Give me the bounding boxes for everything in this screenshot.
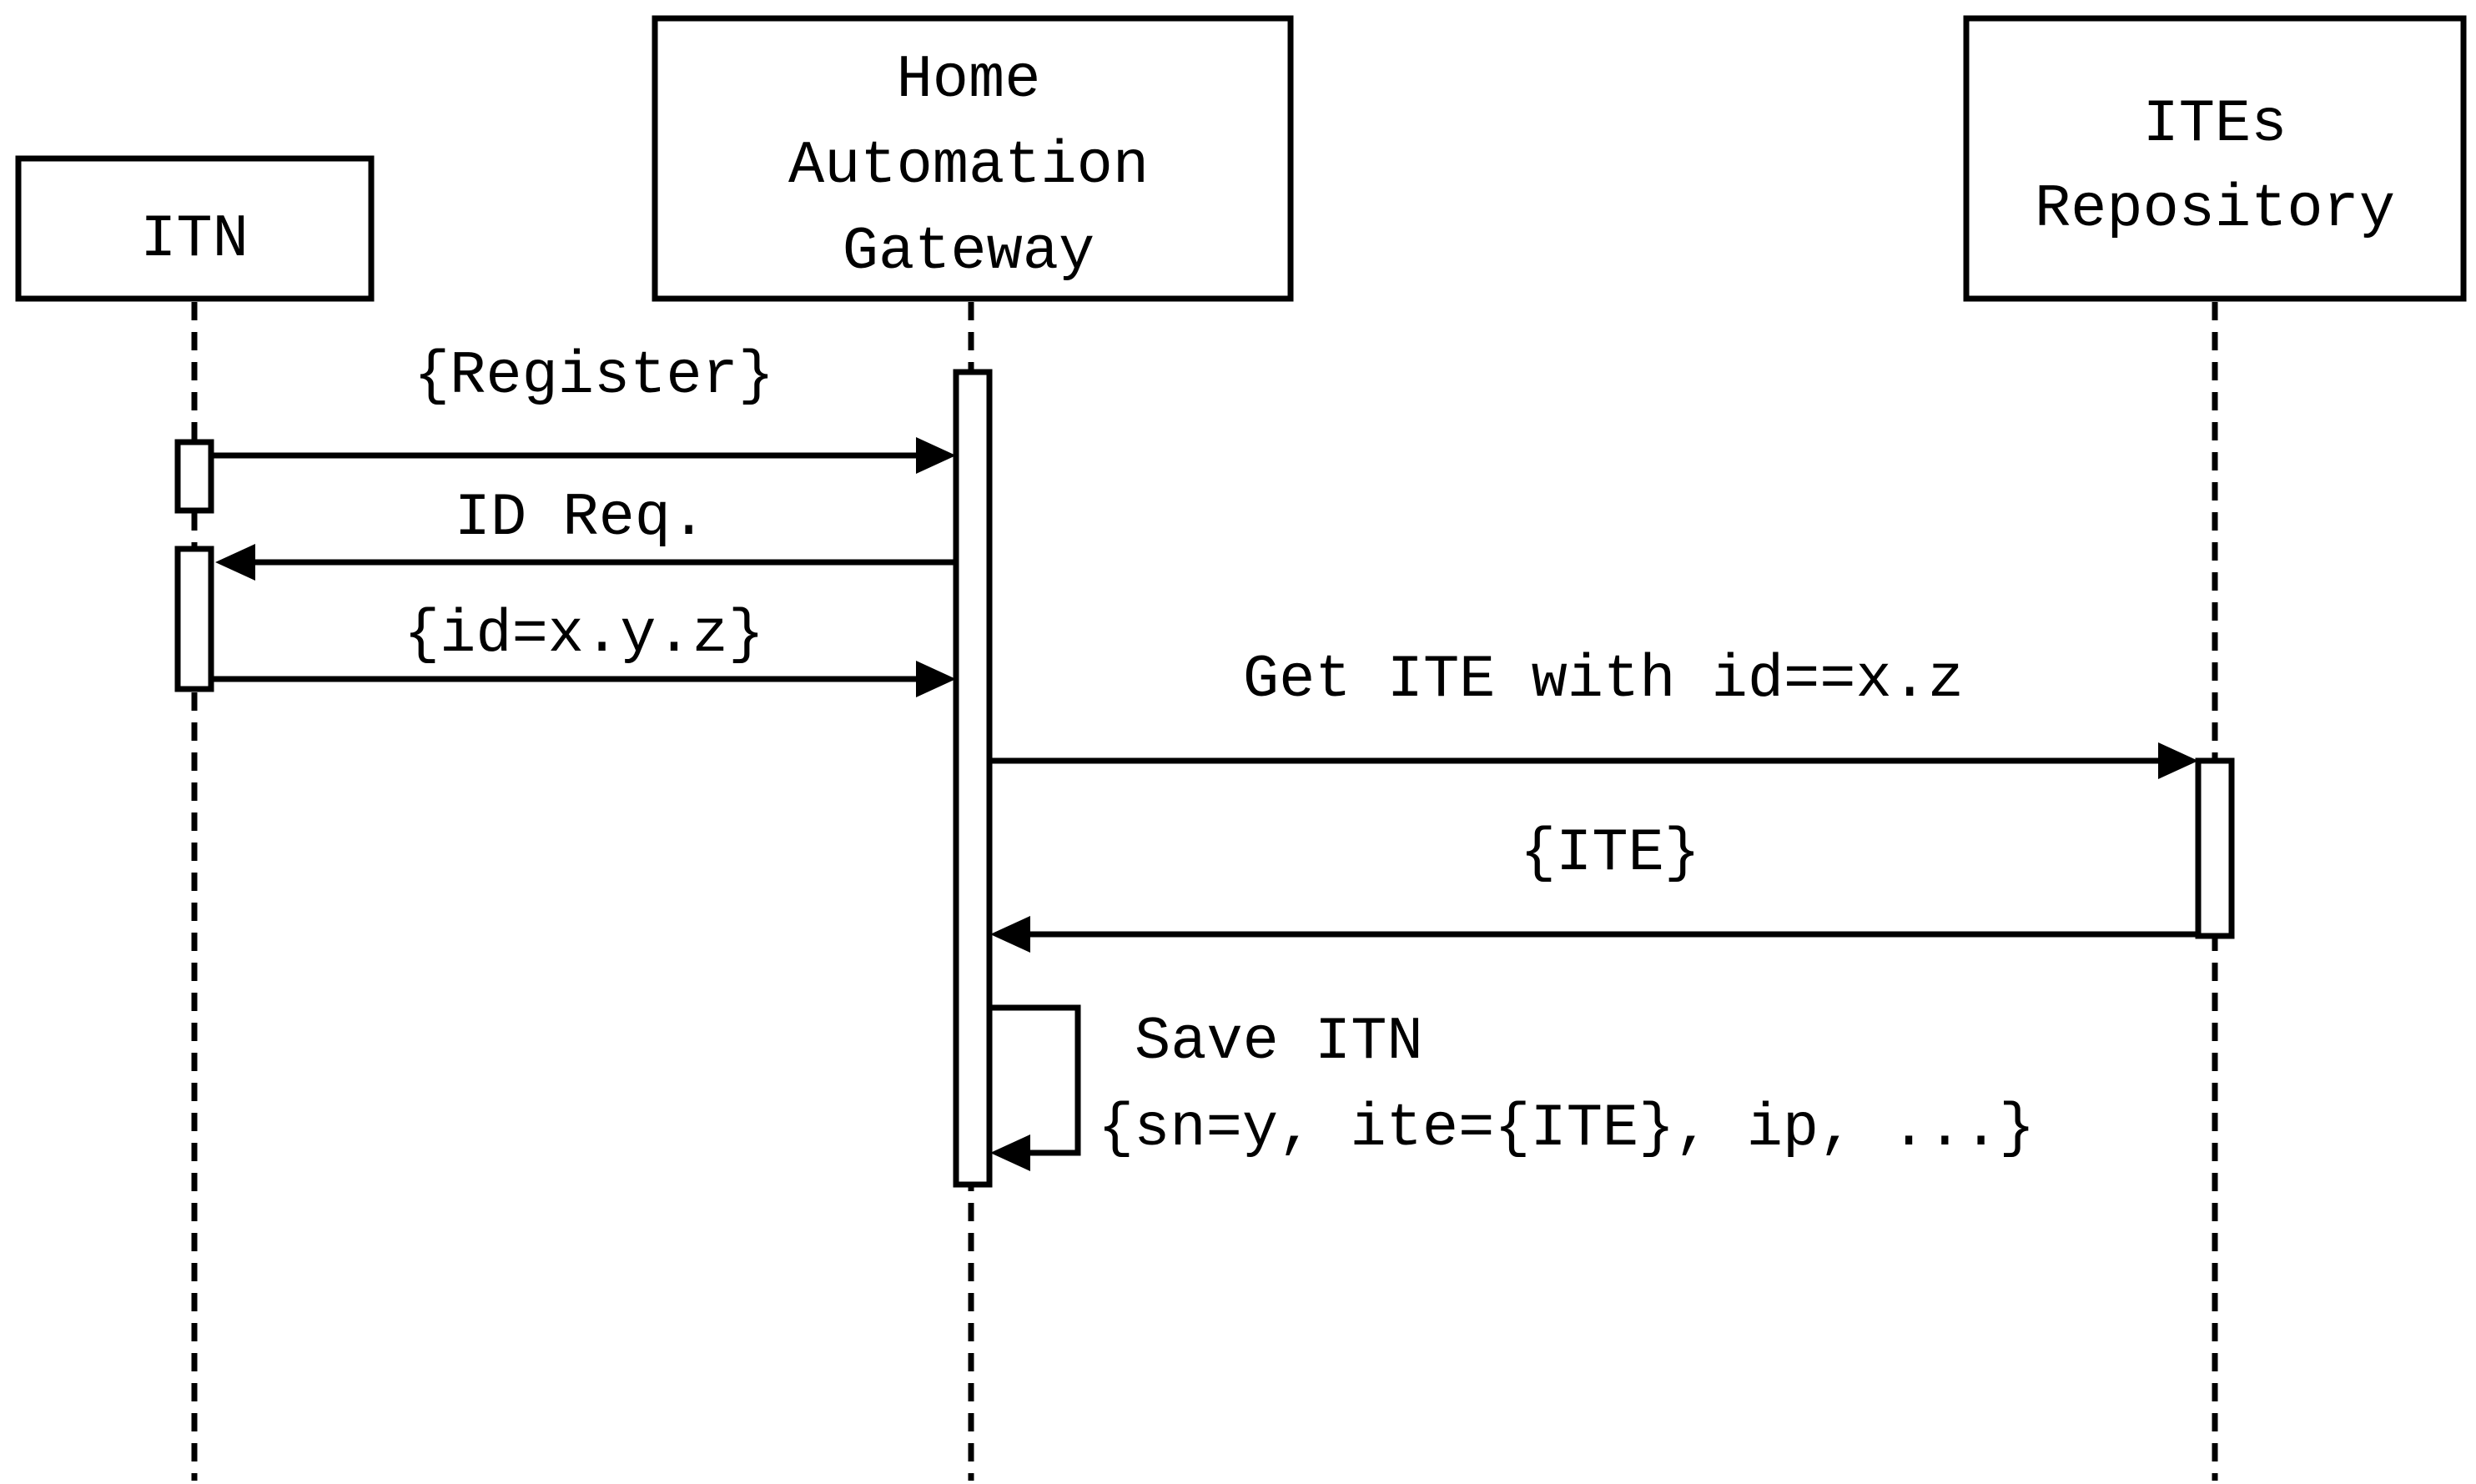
message-get-ite-arrowhead — [2158, 742, 2198, 779]
message-save-itn-label-line-2: {sn=y, ite={ITE}, ip, ...} — [1098, 1094, 2035, 1163]
participant-repository-label-line-1: ITEs — [2143, 90, 2287, 158]
message-id-req: ID Req. — [215, 484, 956, 581]
participant-repository-label-line-2: Repository — [2035, 175, 2395, 244]
message-register: {Register} — [211, 342, 956, 474]
message-id-value-label: {id=x.y.z} — [404, 601, 764, 669]
message-save-itn-arrowhead — [990, 1134, 1030, 1171]
message-id-req-label: ID Req. — [455, 484, 707, 552]
message-id-value: {id=x.y.z} — [211, 601, 956, 697]
message-register-arrowhead — [916, 437, 956, 474]
participant-gateway-box — [652, 15, 1294, 302]
participant-repository: ITEs Repository — [1963, 15, 2467, 302]
activation-itn-2 — [174, 546, 214, 692]
activation-gateway — [953, 369, 993, 1188]
message-id-req-arrowhead — [215, 544, 255, 581]
participant-itn: ITN — [15, 155, 375, 302]
participant-gateway-label-line-1: Home — [897, 46, 1041, 114]
participant-gateway-label-line-2: Automation — [788, 132, 1149, 200]
participant-gateway-label-line-3: Gateway — [843, 218, 1095, 286]
message-save-itn: Save ITN {sn=y, ite={ITE}, ip, ...} — [989, 1004, 2035, 1171]
participant-repository-box — [1963, 15, 2467, 302]
message-get-ite-label: Get ITE with id==x.z — [1243, 646, 1964, 714]
message-get-ite: Get ITE with id==x.z — [989, 646, 2198, 779]
activation-repository — [2195, 757, 2235, 939]
message-save-itn-line — [989, 1004, 1081, 1156]
message-ite-arrowhead — [990, 916, 1030, 953]
message-id-value-arrowhead — [916, 661, 956, 697]
message-ite-label: {ITE} — [1520, 819, 1700, 888]
message-register-label: {Register} — [414, 342, 774, 410]
participant-gateway: Home Automation Gateway — [652, 15, 1294, 302]
message-ite: {ITE} — [990, 819, 2198, 953]
activation-itn-1 — [174, 439, 214, 514]
message-save-itn-label-line-1: Save ITN — [1135, 1008, 1423, 1076]
participant-itn-label: ITN — [140, 205, 249, 274]
participant-itn-box — [15, 155, 375, 302]
